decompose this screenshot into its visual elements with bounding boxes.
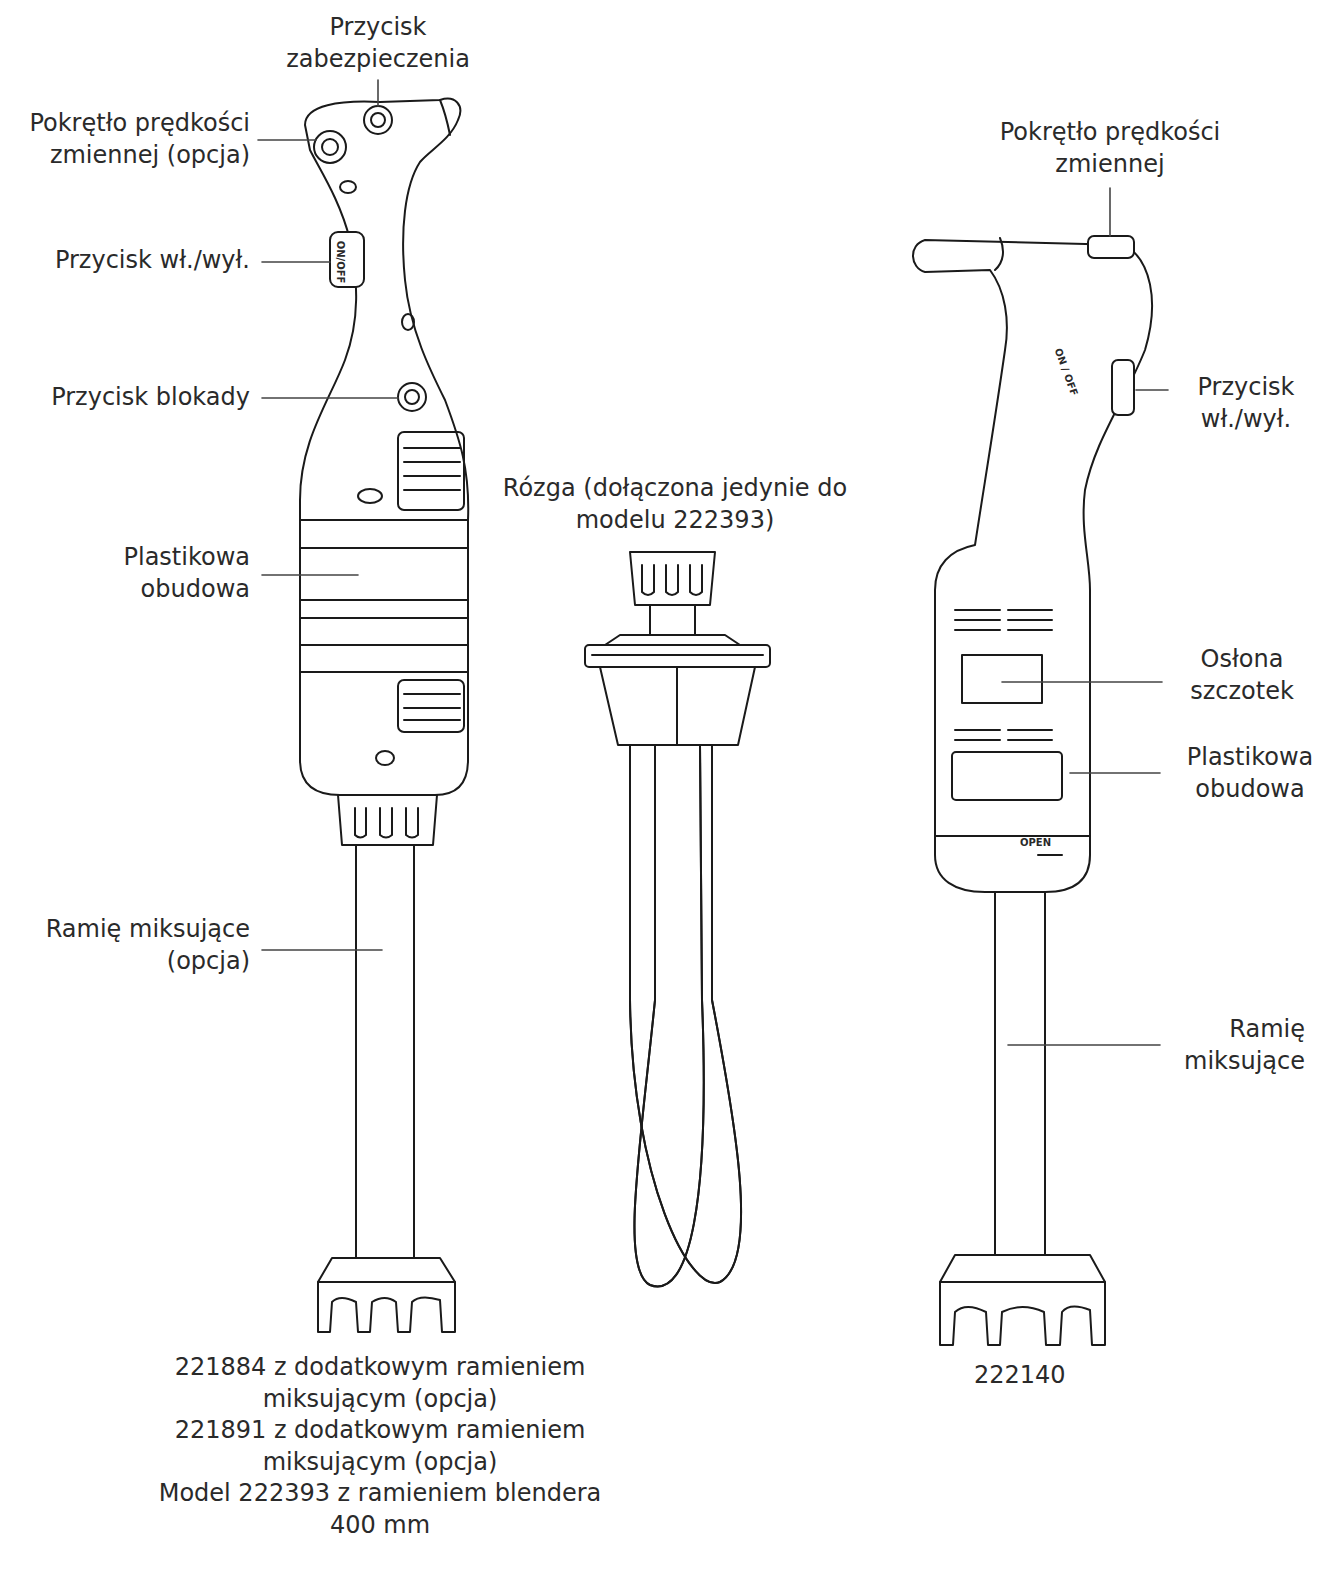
- right-blender: [1088, 236, 1134, 258]
- leader-lines: [1109, 188, 1111, 236]
- left-blender: [398, 383, 426, 411]
- callout-label: Rózga (dołączona jedynie do modelu 22239…: [500, 473, 850, 536]
- right-blender: [995, 238, 1003, 270]
- left-blender: [398, 680, 464, 732]
- whisk: [630, 745, 741, 1283]
- callout-label: Plastikowa obudowa: [80, 542, 250, 605]
- model-caption: Model 222393 z ramieniem blendera 400 mm: [155, 1478, 605, 1541]
- left-blender: [300, 99, 468, 795]
- left-blender: [300, 520, 468, 672]
- callout-label: Przycisk wł./wył.: [0, 245, 250, 277]
- right-blender: [935, 835, 1090, 837]
- device-marking: ON/OFF: [335, 241, 345, 284]
- leader-lines: [262, 397, 398, 399]
- whisk: [634, 745, 703, 1286]
- right-blender: [913, 240, 1152, 892]
- left-blender: [364, 106, 392, 134]
- left-blender: [356, 845, 414, 1258]
- leader-lines: [262, 261, 330, 263]
- callout-label: Pokrętło prędkości zmiennej (opcja): [0, 108, 250, 171]
- left-blender: [398, 432, 464, 510]
- right-blender: [1038, 854, 1062, 856]
- left-blender: [338, 795, 437, 845]
- right-blender: [940, 1281, 1105, 1283]
- leader-lines: [258, 80, 1168, 1045]
- leader-lines: [1136, 389, 1168, 391]
- left-blender: [376, 751, 394, 765]
- left-blender: [340, 181, 356, 193]
- whisk: [676, 667, 678, 745]
- left-blender: [402, 314, 414, 330]
- whisk: [630, 745, 741, 1286]
- callout-label: Osłona szczotek: [1172, 644, 1312, 707]
- leader-lines: [262, 949, 382, 951]
- callout-label: Przycisk zabezpieczenia: [268, 12, 488, 75]
- whisk: [600, 667, 755, 745]
- whisk: [585, 645, 770, 667]
- whisk: [650, 605, 695, 635]
- whisk: [630, 745, 741, 1283]
- left-blender: [355, 808, 418, 838]
- device-marking: OPEN: [1020, 838, 1051, 848]
- right-blender: [995, 892, 1045, 1258]
- left-blender: [330, 232, 364, 287]
- model-caption: 221884 z dodatkowym ramieniem miksującym…: [155, 1352, 605, 1415]
- right-blender: [913, 236, 1152, 1345]
- right-blender: [955, 730, 1052, 740]
- left-blender: [404, 694, 460, 720]
- left-blender: [440, 100, 450, 135]
- left-blender: [358, 489, 382, 503]
- callout-label: Plastikowa obudowa: [1170, 742, 1330, 805]
- left-blender: [300, 99, 468, 1332]
- whisk: [605, 635, 740, 645]
- leader-lines: [1070, 772, 1160, 774]
- whisk: [585, 552, 770, 1286]
- whisk: [642, 565, 702, 595]
- callout-label: Przycisk blokady: [0, 382, 250, 414]
- callout-label: Przycisk wł./wył.: [1176, 372, 1316, 435]
- callout-label: Ramię miksujące (opcja): [40, 914, 250, 977]
- left-blender: [405, 390, 419, 404]
- leader-lines: [1008, 1044, 1160, 1046]
- model-caption: 221891 z dodatkowym ramieniem miksującym…: [155, 1415, 605, 1478]
- right-blender: [952, 752, 1062, 800]
- left-blender: [322, 139, 338, 155]
- left-blender: [314, 131, 346, 163]
- left-blender: [318, 1281, 455, 1283]
- right-blender: [955, 610, 1052, 630]
- callout-label: Ramię miksujące: [1145, 1014, 1305, 1077]
- model-number: 222140: [974, 1360, 1066, 1392]
- callout-label: Pokrętło prędkości zmiennej: [960, 117, 1260, 180]
- right-blender: [1112, 360, 1134, 415]
- right-blender: [940, 1255, 1105, 1345]
- leader-lines: [1002, 681, 1162, 683]
- whisk: [634, 745, 703, 1286]
- left-blender: [318, 1258, 455, 1332]
- left-blender: [371, 113, 385, 127]
- whisk: [592, 654, 763, 656]
- leader-lines: [262, 574, 358, 576]
- right-blender: [962, 655, 1042, 703]
- leader-lines: [258, 139, 316, 141]
- left-blender: [404, 448, 460, 490]
- whisk: [630, 745, 741, 1286]
- leader-lines: [377, 80, 379, 106]
- whisk: [630, 552, 715, 605]
